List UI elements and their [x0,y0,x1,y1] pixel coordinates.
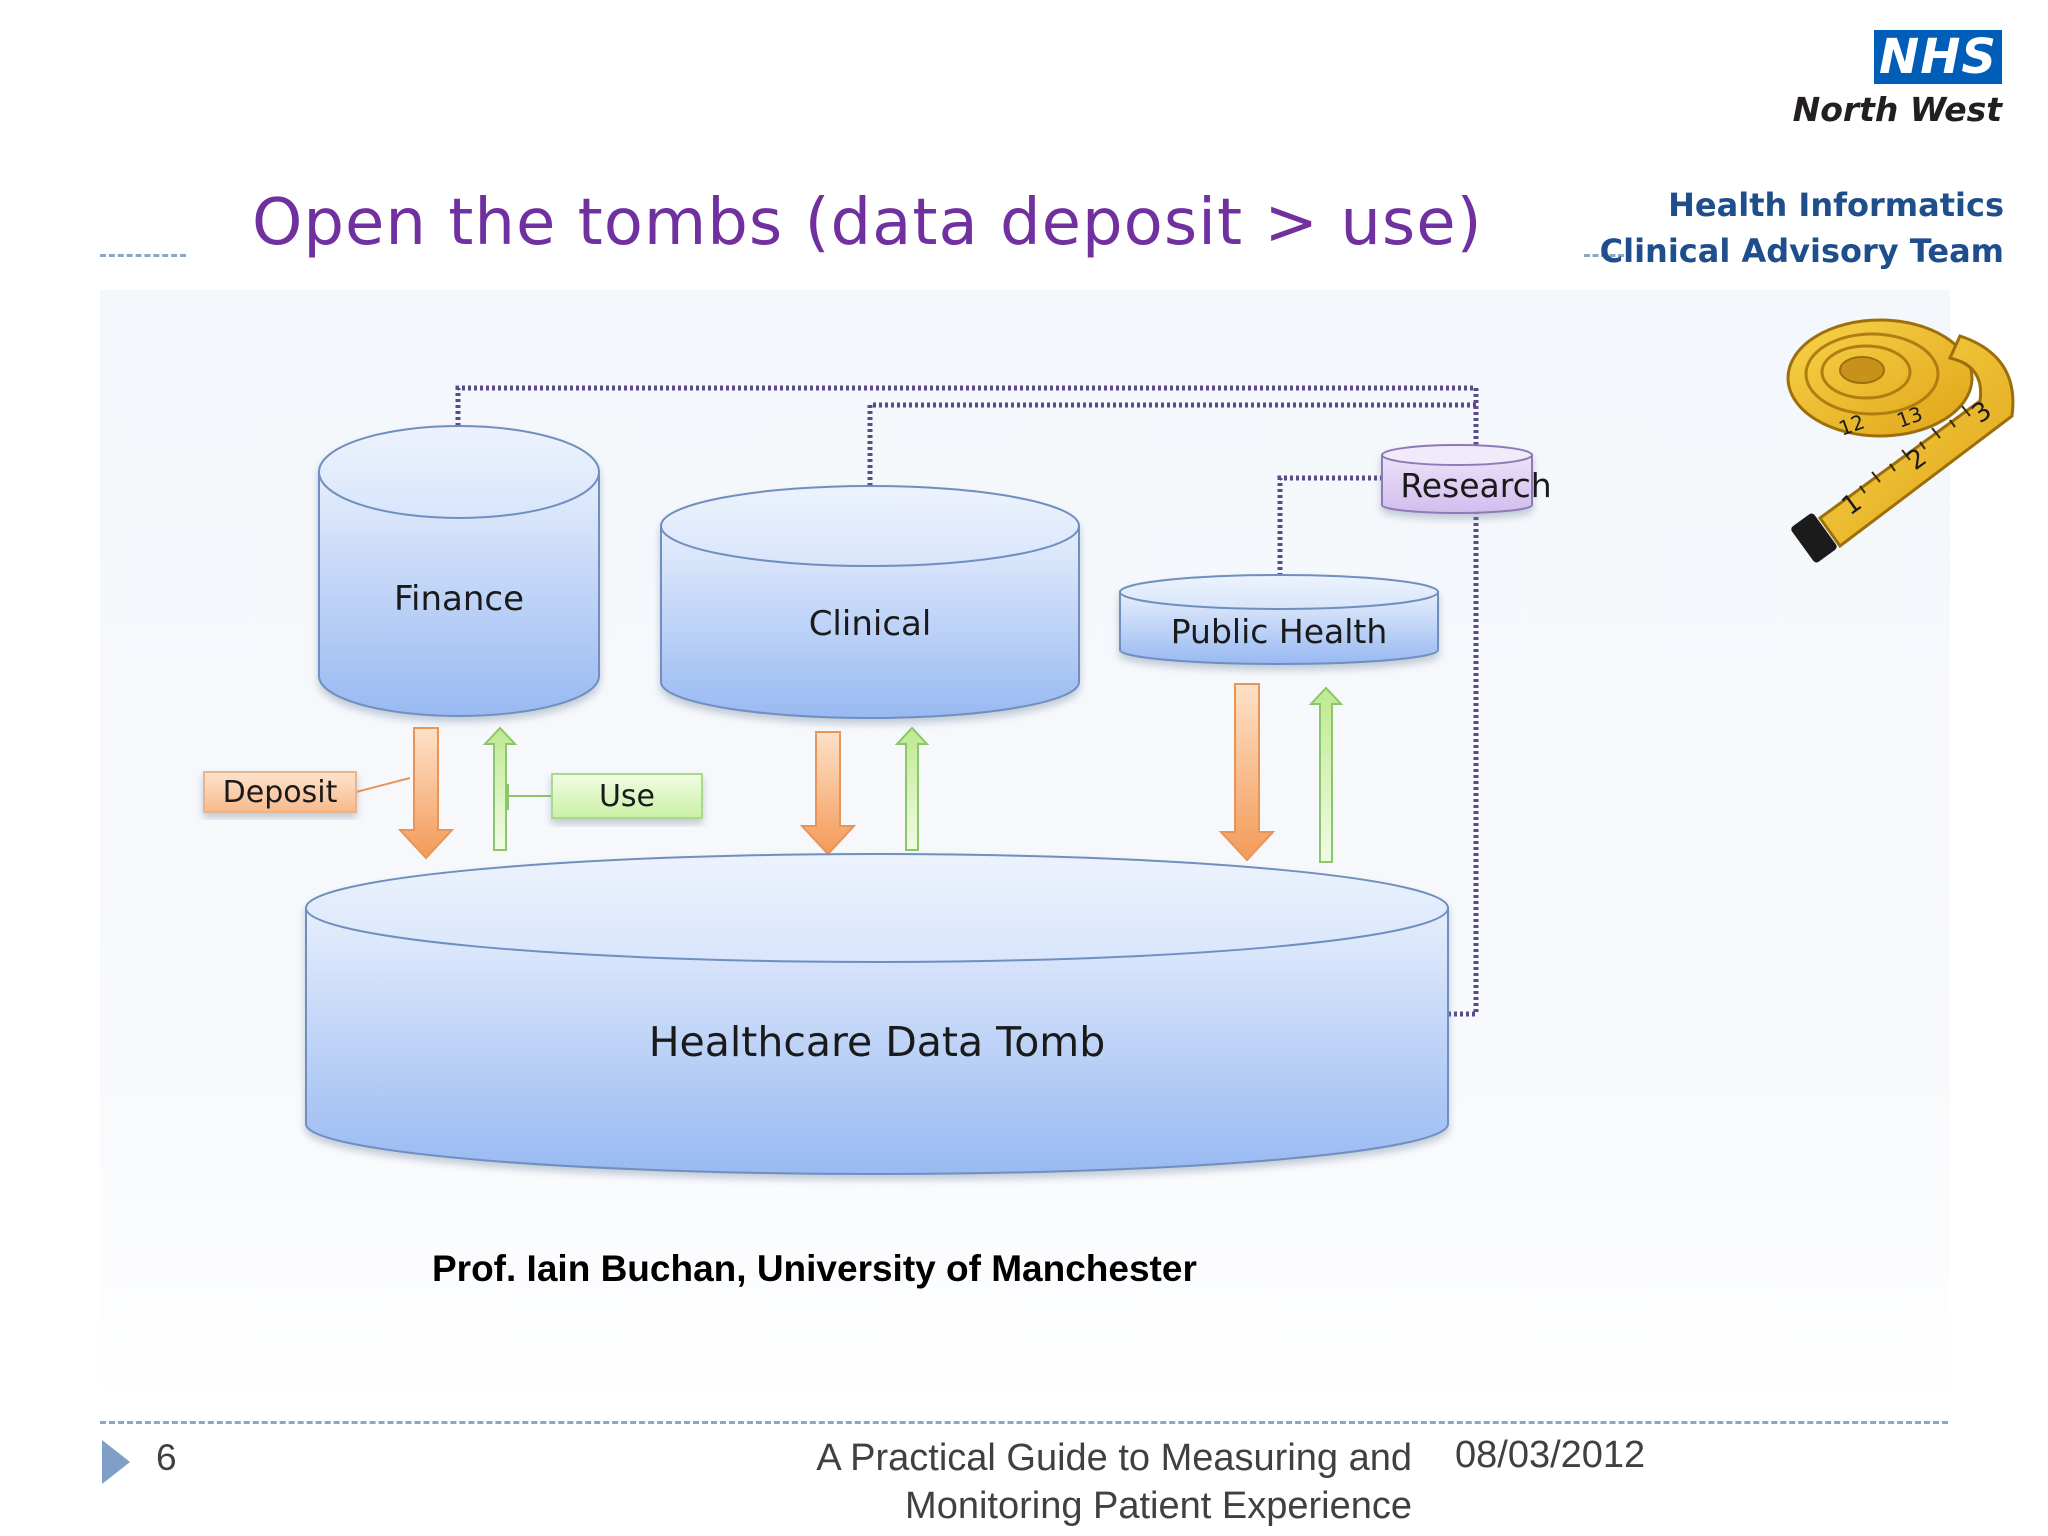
deposit-label: Deposit [223,775,338,810]
play-triangle-icon [102,1440,130,1484]
public-health-database [1119,574,1439,665]
source-credit: Prof. Iain Buchan, University of Manches… [432,1248,1197,1289]
finance-deposit-arrow [397,727,455,860]
research-database [1381,444,1533,514]
finance-research-link [455,385,1479,448]
clinical-use-arrow [894,726,930,851]
footer-title-line-2: Monitoring Patient Experience [905,1485,1412,1527]
title-dash-right [1584,254,1624,257]
use-label: Use [599,779,655,814]
footer-date: 08/03/2012 [1455,1434,1646,1476]
clinical-database [660,485,1080,719]
public-health-label: Public Health [1171,612,1388,651]
research-link-lines [455,385,1479,1017]
finance-database [318,425,600,717]
deposit-arrows [397,683,1276,862]
clinical-label: Clinical [809,604,932,644]
public-health-use-arrow [1308,686,1344,863]
measuring-tape-image: 1 2 3 12 13 [1786,318,2015,563]
finance-use-arrow [482,726,518,851]
deposit-label-box [203,771,357,813]
finance-label: Finance [394,579,524,619]
research-label: Research [1400,466,1551,505]
team-name: Health Informatics Clinical Advisory Tea… [1600,182,2004,274]
use-arrows [482,686,1344,863]
healthcare-data-tomb-database [305,853,1449,1175]
deposit-callout-line [355,777,411,793]
team-line-1: Health Informatics [1668,186,2004,224]
footer-title-line-1: A Practical Guide to Measuring and [816,1437,1412,1479]
page-number: 6 [156,1437,177,1478]
nhs-logo: NHS North West [1780,30,2020,138]
clinical-deposit-arrow [799,731,857,856]
team-line-2: Clinical Advisory Team [1599,232,2004,270]
nhs-wordmark: NHS [1874,30,2002,84]
footer-title: A Practical Guide to Measuring and Monit… [816,1434,1412,1530]
nhs-region: North West [1792,90,2002,129]
healthcare-data-tomb-label: Healthcare Data Tomb [649,1018,1106,1066]
public-health-deposit-arrow [1218,683,1276,862]
clinical-research-link [867,402,1476,486]
slide-title: Open the tombs (data deposit > use) [252,186,1483,260]
public-health-research-link [1277,475,1383,576]
tomb-research-link [1448,512,1479,1017]
title-dash-left [100,254,186,257]
footer-divider [100,1421,1948,1424]
use-label-box [551,773,703,819]
